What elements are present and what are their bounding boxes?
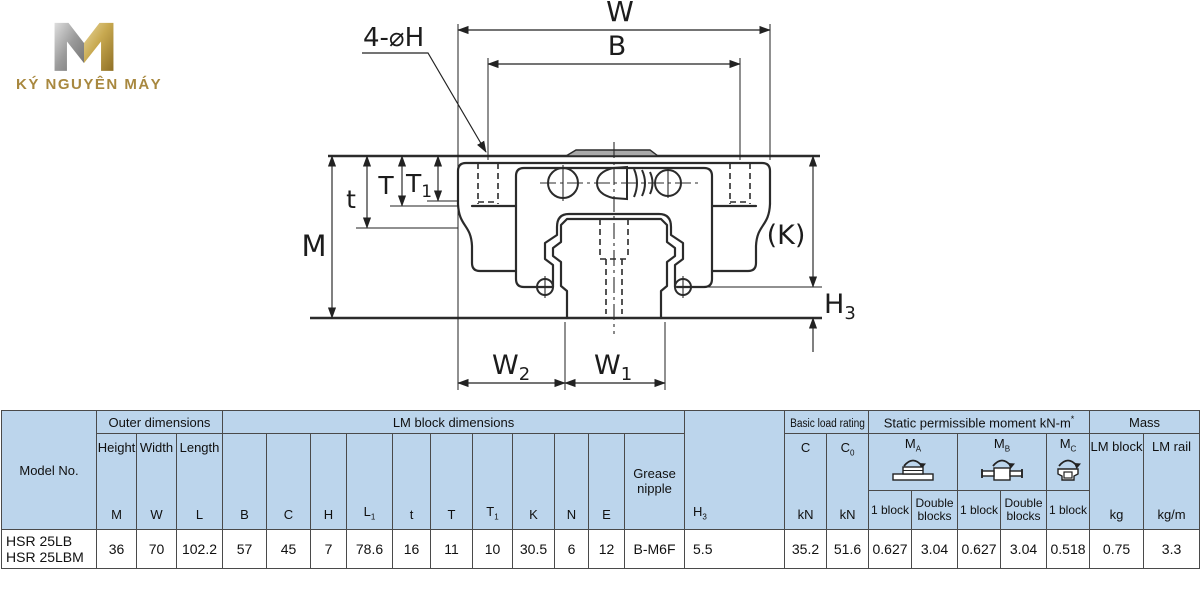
grease-nipple-drawing [547,165,682,201]
cell-mb-1block: 0.627 [957,529,1002,569]
label-holes: 4-⌀H [363,23,424,53]
label-w1: W1 [594,350,632,385]
header-e: E [588,433,625,530]
label-T1: T1 [405,169,432,202]
header-mb-double-blocks: Double blocks [1000,489,1048,531]
header-moment-ma: MA [868,433,959,491]
cell-k: 30.5 [512,529,555,569]
cell-grease-nipple: B-M6F [623,529,686,569]
cell-ma-double: 3.04 [911,529,959,569]
block-outline [456,161,772,320]
header-basic-load-rating: Basic load rating [784,410,870,434]
cell-b: 57 [222,529,267,569]
label-w: W [606,0,634,28]
header-moment-mc: MC [1046,433,1091,491]
moment-mb-icon [981,459,1023,481]
cell-ma-1block: 0.627 [868,529,913,569]
header-t1: T1 [472,433,513,530]
header-outer-dimensions: Outer dimensions [96,410,223,434]
lm-block-cross-section-drawing: W B 4-⌀H M t T T1 (K) H3 W2 W1 [301,0,856,390]
header-n: N [554,433,589,530]
spec-table: Model No. Outer dimensions LM block dime… [1,410,1200,569]
header-b: B [222,433,267,530]
header-ma-1-block: 1 block [868,489,913,531]
cell-t1: 10 [472,529,513,569]
cell-t-small: 16 [392,529,431,569]
label-h3: H3 [824,289,856,324]
cell-l: 102.2 [176,529,223,569]
logo-m-icon [54,22,114,71]
cell-t-cap: 11 [430,529,473,569]
header-moment-mb: MB [957,433,1048,491]
header-static-moment: Static permissible moment kN-m* [868,410,1091,434]
header-t-cap: T [430,433,473,530]
cell-h3: 5.5 [684,529,786,569]
cell-l1: 78.6 [346,529,393,569]
header-model-no: Model No. [1,410,97,530]
header-mb-1-block: 1 block [957,489,1002,531]
rail-top-strip [563,149,661,157]
header-c: C [266,433,311,530]
header-l1: L1 [346,433,393,530]
seal-screws [536,276,692,298]
header-lm-block-dimensions: LM block dimensions [221,410,686,434]
cell-m: 36 [96,529,137,569]
table-row: HSR 25LB HSR 25LBM 36 70 102.2 57 45 7 7… [1,529,1200,569]
dimension-labels: W B 4-⌀H M t T T1 (K) H3 W2 W1 [301,0,855,385]
label-k: (K) [767,220,806,251]
cell-load-c0: 51.6 [826,529,870,569]
header-ma-double-blocks: Double blocks [911,489,959,531]
cell-n: 6 [554,529,589,569]
logo-text: KÝ NGUYÊN MÁY [16,76,163,93]
header-h3: H3 [684,410,786,530]
centerlines [540,142,702,334]
label-m: M [301,229,326,263]
cell-c: 45 [266,529,311,569]
header-mc-1-block: 1 block [1046,489,1091,531]
header-k: K [512,433,555,530]
cell-mc-1block: 0.518 [1046,529,1091,569]
header-grease-nipple: Grease nipple [623,433,686,530]
label-w2: W2 [492,350,530,385]
cell-mass-block: 0.75 [1089,529,1145,569]
cell-w: 70 [136,529,177,569]
cell-load-c: 35.2 [784,529,828,569]
label-t: t [346,185,356,214]
logo: KÝ NGUYÊN MÁY [16,12,163,93]
moment-mc-icon [1057,459,1082,481]
cell-model: HSR 25LB HSR 25LBM [1,529,97,569]
header-t-small: t [392,433,431,530]
dimensions [327,24,822,390]
header-mass: Mass [1089,410,1200,434]
label-b: B [608,31,627,62]
cell-mb-double: 3.04 [1000,529,1048,569]
label-T: T [377,171,394,200]
cell-mass-rail: 3.3 [1143,529,1200,569]
moment-ma-icon [892,459,934,481]
cell-h: 7 [310,529,347,569]
cell-e: 12 [588,529,625,569]
header-h: H [310,433,347,530]
